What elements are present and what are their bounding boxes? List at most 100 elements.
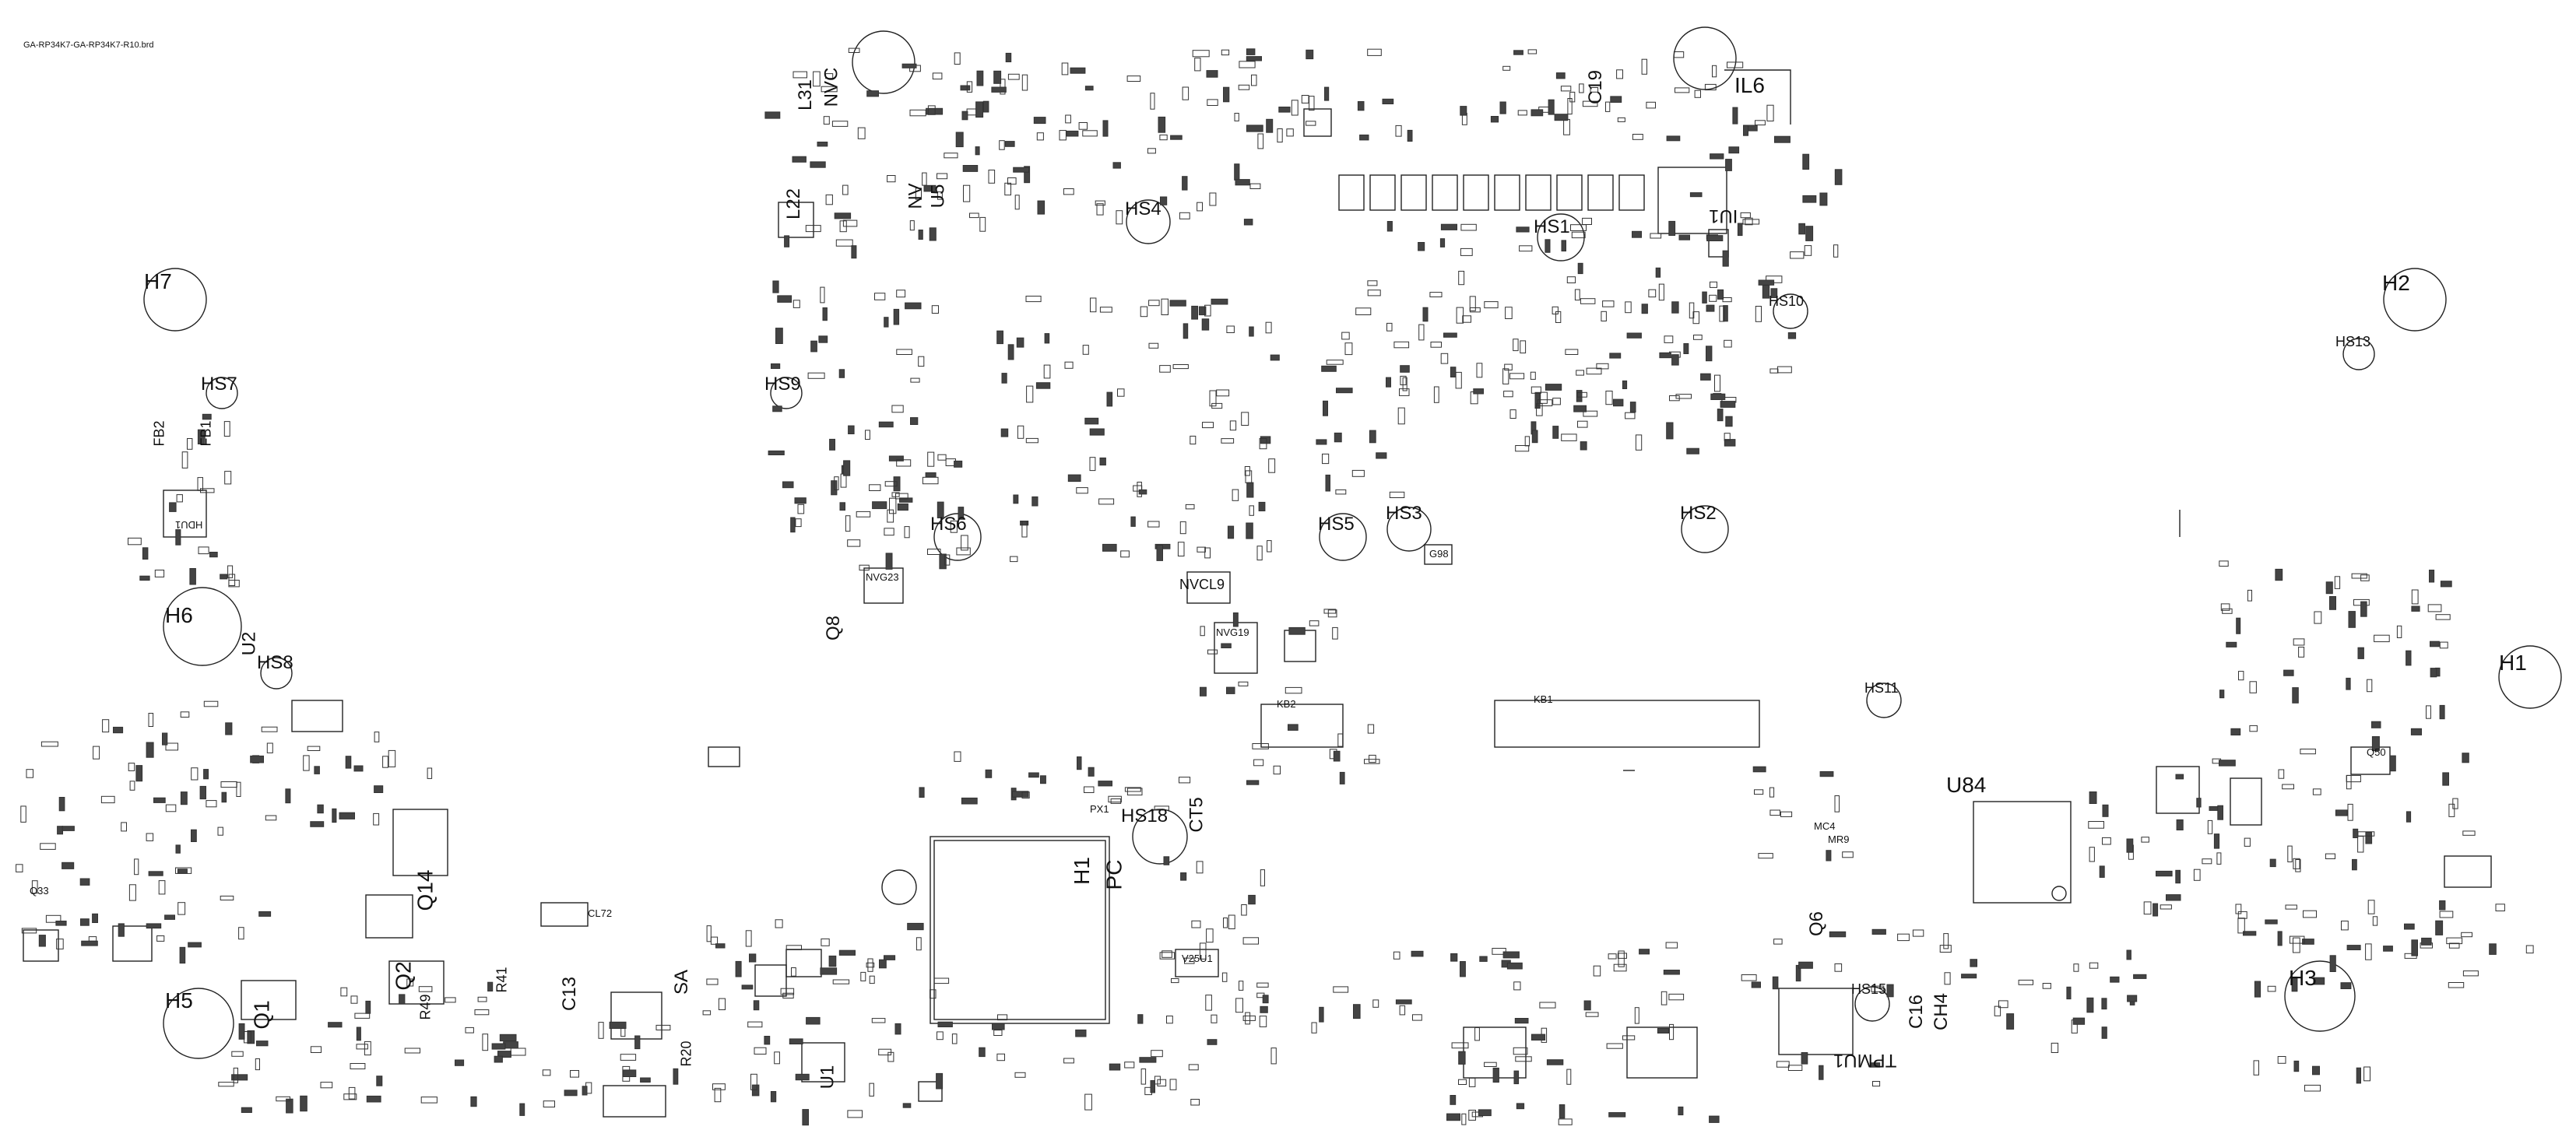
smd-pad	[867, 958, 873, 972]
smd-pad	[1036, 132, 1044, 141]
smd-pad	[1096, 203, 1104, 216]
smd-pad	[1090, 297, 1097, 313]
smd-pad	[1484, 1062, 1497, 1067]
smd-pad	[1084, 417, 1099, 425]
smd-pad	[1191, 305, 1198, 320]
smd-pad	[55, 921, 67, 926]
smd-pad	[1246, 522, 1253, 539]
smd-pad	[2442, 772, 2450, 786]
smd-pad	[884, 481, 898, 487]
smd-pad	[1540, 391, 1548, 404]
smd-pad	[1514, 1018, 1529, 1024]
smd-pad	[20, 805, 26, 823]
smd-pad	[543, 1100, 556, 1107]
smd-pad	[1565, 349, 1579, 355]
label-hs8: HS8	[257, 652, 293, 673]
smd-pad	[519, 1103, 525, 1116]
smd-pad	[1400, 365, 1410, 373]
smd-pad	[1939, 945, 1952, 953]
smd-pad	[1678, 234, 1690, 240]
smd-pad	[884, 528, 894, 536]
label-q50: Q50	[2367, 746, 2386, 758]
smd-pad	[2236, 617, 2241, 634]
smd-pad	[21, 928, 37, 934]
smd-pad	[1137, 1014, 1144, 1024]
smd-pad	[979, 1047, 986, 1058]
smd-pad	[1552, 398, 1561, 405]
smd-pad	[901, 63, 917, 68]
smd-pad	[2219, 690, 2225, 699]
smd-pad	[1819, 771, 1834, 777]
label-q2: Q2	[391, 961, 416, 991]
smd-pad	[1336, 388, 1353, 394]
smd-pad	[1577, 262, 1583, 275]
smd-pad	[1286, 128, 1294, 137]
smd-pad	[1372, 999, 1379, 1008]
smd-pad	[2357, 831, 2375, 837]
smd-pad	[356, 1044, 368, 1050]
smd-pad	[1752, 766, 1766, 773]
smd-pad	[236, 781, 241, 798]
smd-pad	[772, 405, 782, 412]
smd-pad	[2141, 837, 2149, 843]
smd-pad	[2346, 677, 2351, 690]
smd-pad	[177, 902, 186, 915]
smd-pad	[1078, 122, 1088, 130]
smd-pad	[374, 732, 380, 742]
smd-pad	[1433, 386, 1439, 403]
smd-pad	[1719, 305, 1725, 322]
smd-pad	[2383, 946, 2393, 952]
smd-pad	[93, 746, 100, 760]
smd-pad	[1458, 1051, 1466, 1065]
smd-pad	[1161, 950, 1172, 958]
smd-pad	[937, 501, 944, 518]
smd-pad	[1065, 114, 1071, 124]
smd-pad	[1179, 521, 1186, 535]
smd-pad	[340, 987, 348, 997]
smd-pad	[2525, 945, 2534, 954]
smd-pad	[1229, 420, 1237, 431]
smd-pad	[1322, 453, 1330, 465]
smd-pad	[792, 71, 807, 79]
label-hs18: HS18	[1121, 805, 1169, 826]
smd-pad	[1389, 491, 1405, 498]
smd-pad	[265, 815, 277, 821]
smd-pad	[1440, 353, 1449, 364]
smd-pad	[1013, 167, 1030, 173]
smd-pad	[1116, 210, 1123, 225]
smd-pad	[1686, 447, 1699, 454]
smd-pad	[1492, 1067, 1499, 1083]
smd-pad	[1641, 304, 1648, 314]
smd-pad	[745, 930, 752, 947]
smd-pad	[128, 537, 142, 546]
smd-pad	[930, 989, 937, 999]
smd-pad	[929, 227, 937, 241]
smd-pad	[1460, 106, 1467, 116]
smd-pad	[1678, 1106, 1684, 1116]
smd-pad	[1641, 58, 1648, 75]
smd-pad	[1017, 425, 1024, 439]
smd-pad	[1720, 401, 1736, 408]
smd-pad	[2435, 614, 2451, 620]
smd-pad	[191, 767, 199, 781]
smd-pad	[470, 1096, 477, 1107]
main-soc-outline	[930, 836, 1110, 1024]
smd-pad	[1513, 981, 1521, 991]
smd-pad	[2102, 804, 2109, 817]
smd-pad	[2289, 935, 2305, 944]
smd-pad	[904, 526, 910, 539]
smd-pad	[231, 1074, 248, 1081]
label-c16: C16	[1906, 994, 1928, 1030]
smd-pad	[1710, 393, 1726, 401]
smd-pad	[1709, 1115, 1720, 1123]
smd-pad	[1714, 374, 1720, 392]
smd-pad	[1327, 609, 1337, 618]
smd-pad	[564, 1090, 578, 1097]
smd-pad	[2298, 647, 2305, 658]
smd-pad	[1084, 1093, 1092, 1111]
smd-pad	[250, 755, 265, 763]
keyboard-connector-kb2	[1260, 704, 1344, 748]
label-pc: PC	[1102, 859, 1126, 890]
smd-pad	[1605, 101, 1611, 112]
smd-pad	[961, 535, 968, 551]
